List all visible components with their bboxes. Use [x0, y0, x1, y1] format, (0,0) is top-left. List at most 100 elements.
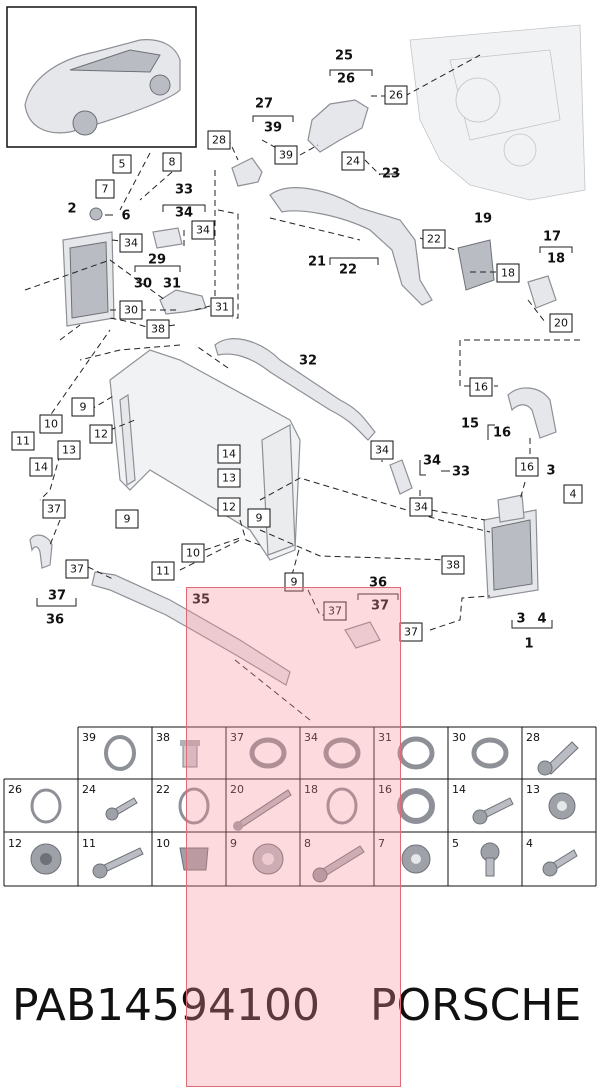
svg-text:10: 10 — [44, 418, 58, 431]
label-box: 9 — [284, 572, 304, 592]
svg-text:33: 33 — [175, 183, 193, 198]
svg-text:37: 37 — [404, 626, 418, 639]
svg-text:3: 3 — [516, 612, 525, 627]
hose-15 — [507, 387, 557, 439]
label-box: 4 — [563, 484, 583, 504]
svg-text:8: 8 — [304, 837, 311, 850]
svg-text:13: 13 — [62, 444, 76, 457]
svg-text:28: 28 — [212, 134, 226, 147]
svg-text:4: 4 — [570, 488, 577, 501]
label-box: 14 — [29, 457, 53, 477]
charge-pipe-32 — [214, 338, 376, 441]
svg-text:22: 22 — [339, 263, 357, 278]
label-box: 12 — [89, 424, 113, 444]
svg-text:9: 9 — [291, 576, 298, 589]
svg-text:18: 18 — [304, 783, 318, 796]
label-box: 24 — [341, 151, 365, 171]
svg-text:22: 22 — [156, 783, 170, 796]
label-box: 30 — [119, 300, 143, 320]
svg-text:12: 12 — [222, 501, 236, 514]
svg-text:19: 19 — [474, 212, 492, 227]
svg-text:39: 39 — [279, 149, 293, 162]
svg-text:39: 39 — [264, 121, 282, 136]
svg-text:10: 10 — [186, 547, 200, 560]
svg-text:4: 4 — [537, 612, 546, 627]
svg-text:37: 37 — [48, 589, 66, 604]
bolt-icon — [472, 797, 514, 825]
svg-text:4: 4 — [526, 837, 533, 850]
svg-text:24: 24 — [346, 155, 360, 168]
svg-text:17: 17 — [543, 230, 561, 245]
hose-29 — [159, 289, 207, 315]
svg-text:13: 13 — [526, 783, 540, 796]
label-box: 13 — [57, 440, 81, 460]
parts-grid: 39 38 37 34 31 30 28 26 24 22 20 18 16 1… — [3, 726, 597, 887]
svg-text:34: 34 — [423, 454, 441, 469]
long-bolt-icon — [233, 789, 292, 831]
charge-pipe-35 — [91, 571, 291, 686]
intake-pipe-21 — [269, 187, 433, 306]
hose-clamp-icon — [323, 737, 361, 769]
svg-text:11: 11 — [16, 435, 30, 448]
hose-36-left — [29, 534, 53, 569]
label-box: 39 — [274, 145, 298, 165]
svg-text:9: 9 — [80, 401, 87, 414]
svg-text:12: 12 — [94, 428, 108, 441]
svg-text:5: 5 — [452, 837, 459, 850]
label-box: 26 — [384, 85, 408, 105]
svg-text:34: 34 — [375, 444, 389, 457]
label-box: 37 — [65, 559, 89, 579]
svg-text:31: 31 — [163, 277, 181, 292]
svg-text:31: 31 — [215, 301, 229, 314]
svg-text:9: 9 — [230, 837, 237, 850]
part-number: PAB14594100 — [12, 980, 320, 1031]
svg-text:26: 26 — [8, 783, 22, 796]
label-box: 38 — [146, 319, 170, 339]
label-box: 7 — [95, 179, 115, 199]
nut-icon — [401, 844, 431, 874]
label-box: 10 — [39, 414, 63, 434]
svg-text:9: 9 — [256, 512, 263, 525]
svg-text:16: 16 — [378, 783, 392, 796]
svg-text:30: 30 — [134, 277, 152, 292]
svg-text:16: 16 — [493, 426, 511, 441]
bolt-icon — [537, 741, 579, 776]
grommet-icon — [30, 843, 62, 875]
svg-text:34: 34 — [175, 206, 193, 221]
label-box: 31 — [210, 297, 234, 317]
engine-block-illustration — [409, 24, 586, 201]
svg-text:38: 38 — [156, 731, 170, 744]
label-box: 22 — [422, 229, 446, 249]
selection-overlay — [186, 587, 401, 1087]
label-box: 34 — [409, 497, 433, 517]
svg-text:31: 31 — [378, 731, 392, 744]
label-box: 8 — [162, 152, 182, 172]
svg-text:20: 20 — [554, 317, 568, 330]
label-box: 5 — [112, 154, 132, 174]
hose-27 — [231, 157, 263, 187]
car-thumbnail-icon — [24, 39, 181, 136]
svg-text:14: 14 — [34, 461, 48, 474]
hose-clamp-icon — [397, 788, 435, 824]
svg-text:33: 33 — [452, 465, 470, 480]
charge-air-cooler-left — [62, 231, 115, 327]
svg-text:27: 27 — [255, 97, 273, 112]
svg-text:37: 37 — [47, 503, 61, 516]
hose-clamp-icon — [397, 736, 435, 770]
svg-text:25: 25 — [335, 49, 353, 64]
label-box: 16 — [515, 457, 539, 477]
label-box: 11 — [151, 561, 175, 581]
svg-text:6: 6 — [121, 209, 130, 224]
svg-text:26: 26 — [389, 89, 403, 102]
svg-text:36: 36 — [46, 613, 64, 628]
svg-text:35: 35 — [192, 593, 210, 608]
svg-text:14: 14 — [452, 783, 466, 796]
screw-icon — [92, 847, 144, 879]
reference-numbers: 2 6 33 34 29 30 31 27 39 25 26 23 21 22 … — [46, 49, 565, 652]
svg-text:11: 11 — [156, 565, 170, 578]
svg-text:39: 39 — [82, 731, 96, 744]
seal-ring-icon — [178, 787, 210, 825]
hose-clamp-icon — [471, 737, 509, 769]
label-box: 9 — [71, 397, 95, 417]
label-box: 37 — [323, 601, 347, 621]
